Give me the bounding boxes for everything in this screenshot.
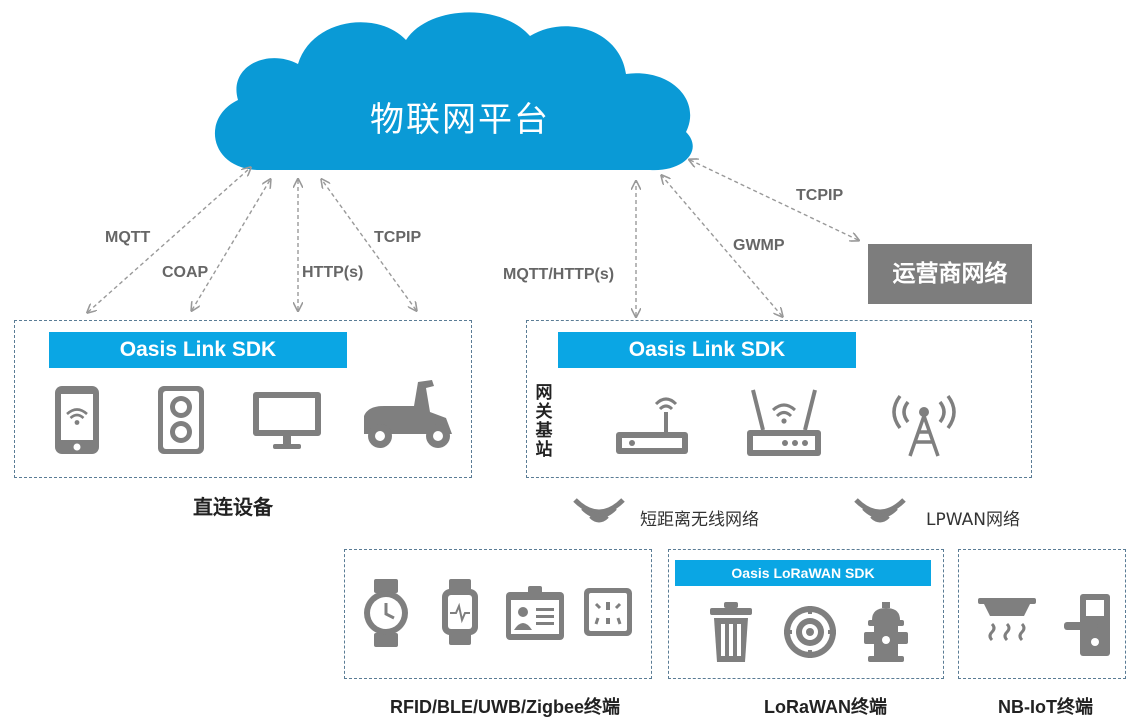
smartwatch-icon [442,579,478,645]
trash-bin-icon [710,602,752,662]
scooter-icon [364,380,452,448]
protocol-coap: COAP [162,264,209,281]
lorawan-sdk-bar: Oasis LoRaWAN SDK [675,560,931,586]
gateway-sdk-bar: Oasis Link SDK [558,332,856,368]
platform-label: 物联网平台 [370,100,550,140]
direct-devices-box [14,320,472,478]
gateway-vertical-char: 站 [535,440,553,460]
smart-lock-icon [1064,594,1110,656]
arrow-coap [192,180,270,310]
gateway-vertical-char: 网 [535,383,553,403]
gateway-vertical-label: 网 关 基 站 [534,384,554,460]
direct-devices-caption: 直连设备 [193,495,273,519]
lorawan-terminals-box [668,549,944,679]
gateway-box [526,320,1032,478]
protocol-https: HTTP(s) [302,264,364,281]
smartphone-icon [55,386,99,454]
protocol-mqtt-http: MQTT/HTTP(s) [503,266,615,283]
arrow-tcpip-right [690,160,858,240]
protocol-tcpip-left: TCPIP [374,229,422,246]
socket-icon [584,588,632,636]
monitor-icon [253,392,321,449]
router-icon [616,397,688,454]
rfid-terminals-box [344,549,652,679]
direct-sdk-bar: Oasis Link SDK [49,332,347,368]
lorawan-terminals-caption: LoRaWAN终端 [764,697,887,717]
arrow-mqtt [88,168,250,312]
protocol-tcpip-right: TCPIP [796,187,844,204]
protocol-mqtt: MQTT [105,229,151,246]
smoke-detector-icon [978,598,1036,642]
gateway-vertical-char: 基 [535,421,553,441]
nbiot-terminals-caption: NB-IoT终端 [998,697,1093,717]
target-sensor-icon [784,606,836,658]
arrow-gwmp [662,176,782,316]
speaker-icon [158,386,204,454]
iot-platform-cloud [214,12,693,171]
fire-hydrant-icon [864,602,908,662]
nbiot-terminals-box [958,549,1126,679]
short-range-network-label: 短距离无线网络 [640,510,759,530]
gateway-device-icon [747,389,821,456]
arrow-tcpip-left [322,180,416,310]
lpwan-signal-icon [854,498,906,523]
gateway-vertical-char: 关 [535,402,553,422]
rfid-terminals-caption: RFID/BLE/UWB/Zigbee终端 [390,697,620,717]
short-range-signal-icon [573,498,625,523]
watch-icon [364,579,408,647]
lpwan-network-label: LPWAN网络 [926,510,1020,530]
carrier-network-label: 运营商网络 [868,244,1032,304]
id-badge-icon [506,586,564,640]
base-station-icon [892,394,956,457]
protocol-gwmp: GWMP [733,237,785,254]
